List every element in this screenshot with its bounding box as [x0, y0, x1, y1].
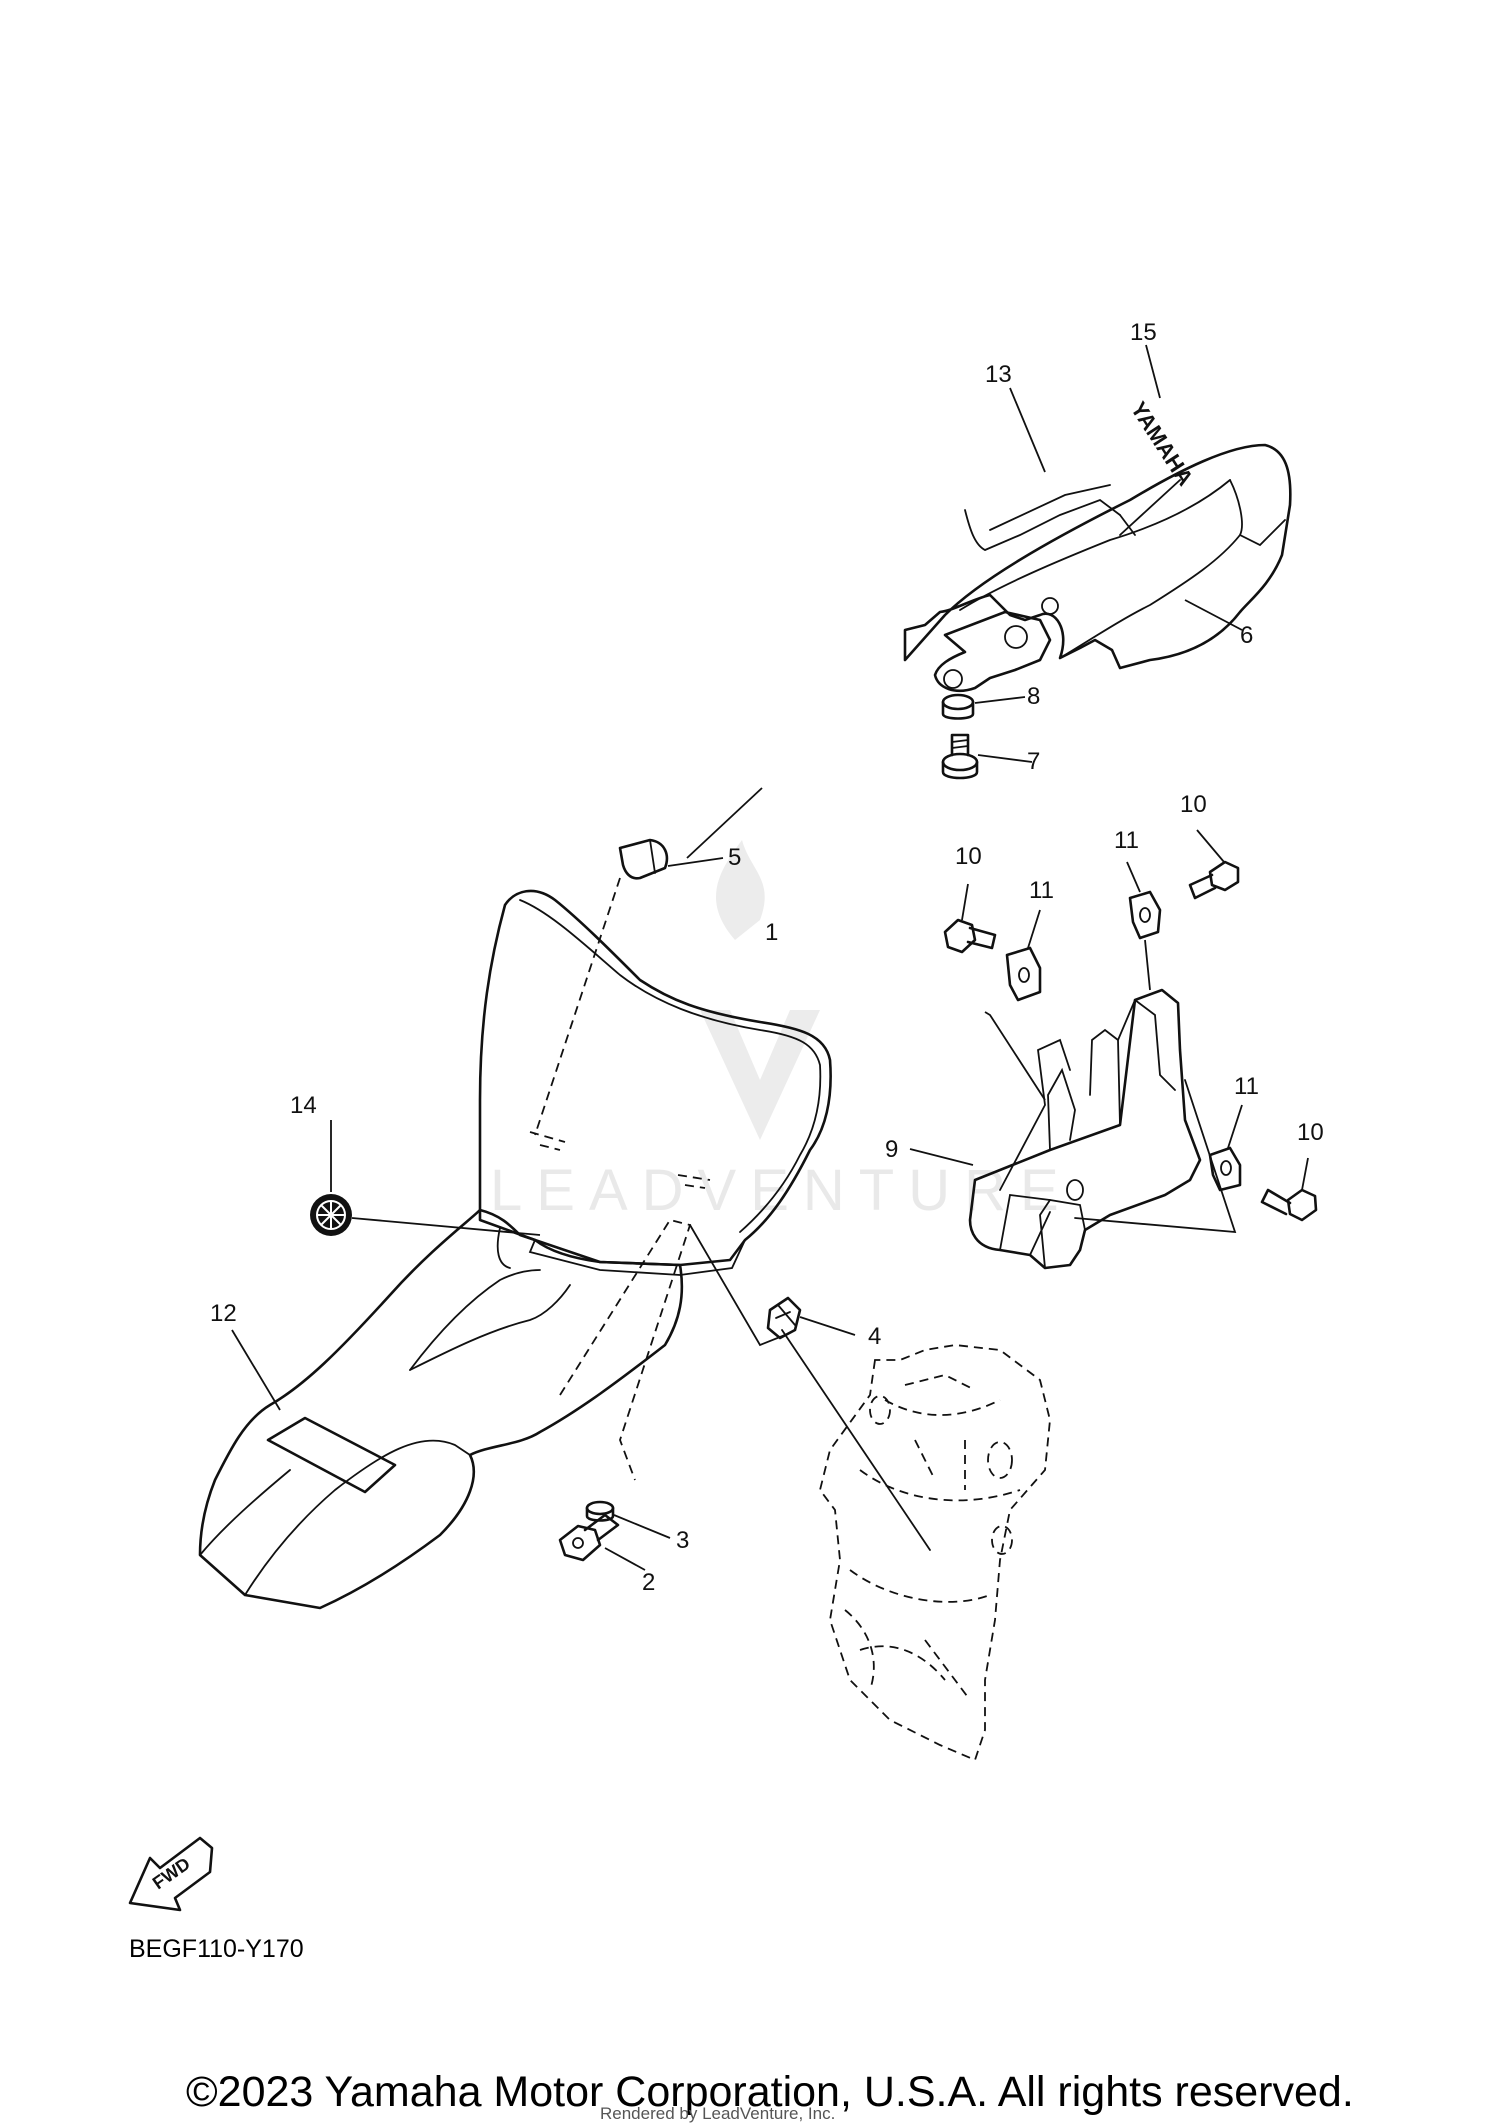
callout-10c: 10: [1297, 1119, 1324, 1146]
clip-to-frame-line: [781, 1329, 931, 1551]
leadventure-watermark: LEADVENTURE: [490, 840, 1073, 1223]
callout-14: 14: [290, 1092, 317, 1119]
callout-8: 8: [1027, 683, 1040, 710]
dashed-guide-4: [677, 1174, 711, 1189]
callout-2: 2: [642, 1569, 655, 1596]
part-3-washer: [585, 1500, 615, 1522]
callout-5: 5: [728, 844, 741, 871]
callout-3: 3: [676, 1527, 689, 1554]
callout-7: 7: [1027, 748, 1040, 775]
part-11-nut-a: [1005, 946, 1042, 1002]
dashed-guide-3: [529, 1131, 566, 1151]
part-5-grommet: [618, 838, 669, 880]
part-4-clip: [766, 1296, 802, 1340]
part-1-number-plate: [478, 889, 832, 1276]
callout-4: 4: [868, 1323, 881, 1350]
callout-6: 6: [1240, 622, 1253, 649]
yamaha-decal-text: YAMAHA: [1126, 397, 1199, 490]
dashed-guide-1: [534, 877, 621, 1136]
callout-10b: 10: [1180, 791, 1207, 818]
part-14-emblem: [310, 1194, 352, 1236]
part-9-bracket: [968, 988, 1237, 1270]
part-12-front-fender: [198, 1208, 684, 1610]
callout-9: 9: [885, 1136, 898, 1163]
callout-11a: 11: [1029, 877, 1054, 904]
part-7-bolt: [941, 733, 979, 780]
fwd-arrow-icon: FWD: [128, 1836, 214, 1912]
callout-15: 15: [1130, 319, 1157, 346]
callout-11b: 11: [1114, 827, 1139, 854]
watermark-text: LEADVENTURE: [490, 1158, 1073, 1223]
callout-numbers: 1 2 3 4 5 6 7 8 9 10 10 10 11 11 11 12 1…: [210, 319, 1324, 1596]
part-11-nut-c: [1208, 1146, 1242, 1192]
callout-13: 13: [985, 361, 1012, 388]
part-10-bolt-a: [943, 918, 997, 954]
frame-dashed: [819, 1344, 1051, 1762]
plate-to-clip-line: [689, 1224, 786, 1347]
part-6-seat-cowl: YAMAHA: [903, 397, 1292, 693]
part-10-bolt-c: [1260, 1188, 1318, 1222]
part-11-nut-b: [1128, 890, 1162, 940]
part-10-bolt-b: [1188, 860, 1240, 900]
part-2-bolt: [558, 1513, 620, 1562]
callout-10a: 10: [955, 843, 982, 870]
rendered-by-notice: Rendered by LeadVenture, Inc.: [600, 2104, 836, 2123]
callout-12: 12: [210, 1300, 237, 1327]
copyright-notice: ©2023 Yamaha Motor Corporation, U.S.A. A…: [186, 2068, 1354, 2116]
leader-lines: [231, 344, 1309, 1571]
part-8-collar: [941, 693, 975, 720]
callout-11c: 11: [1234, 1073, 1259, 1100]
callout-1: 1: [765, 919, 778, 946]
diagram-reference-code: BEGF110-Y170: [129, 1935, 304, 1963]
